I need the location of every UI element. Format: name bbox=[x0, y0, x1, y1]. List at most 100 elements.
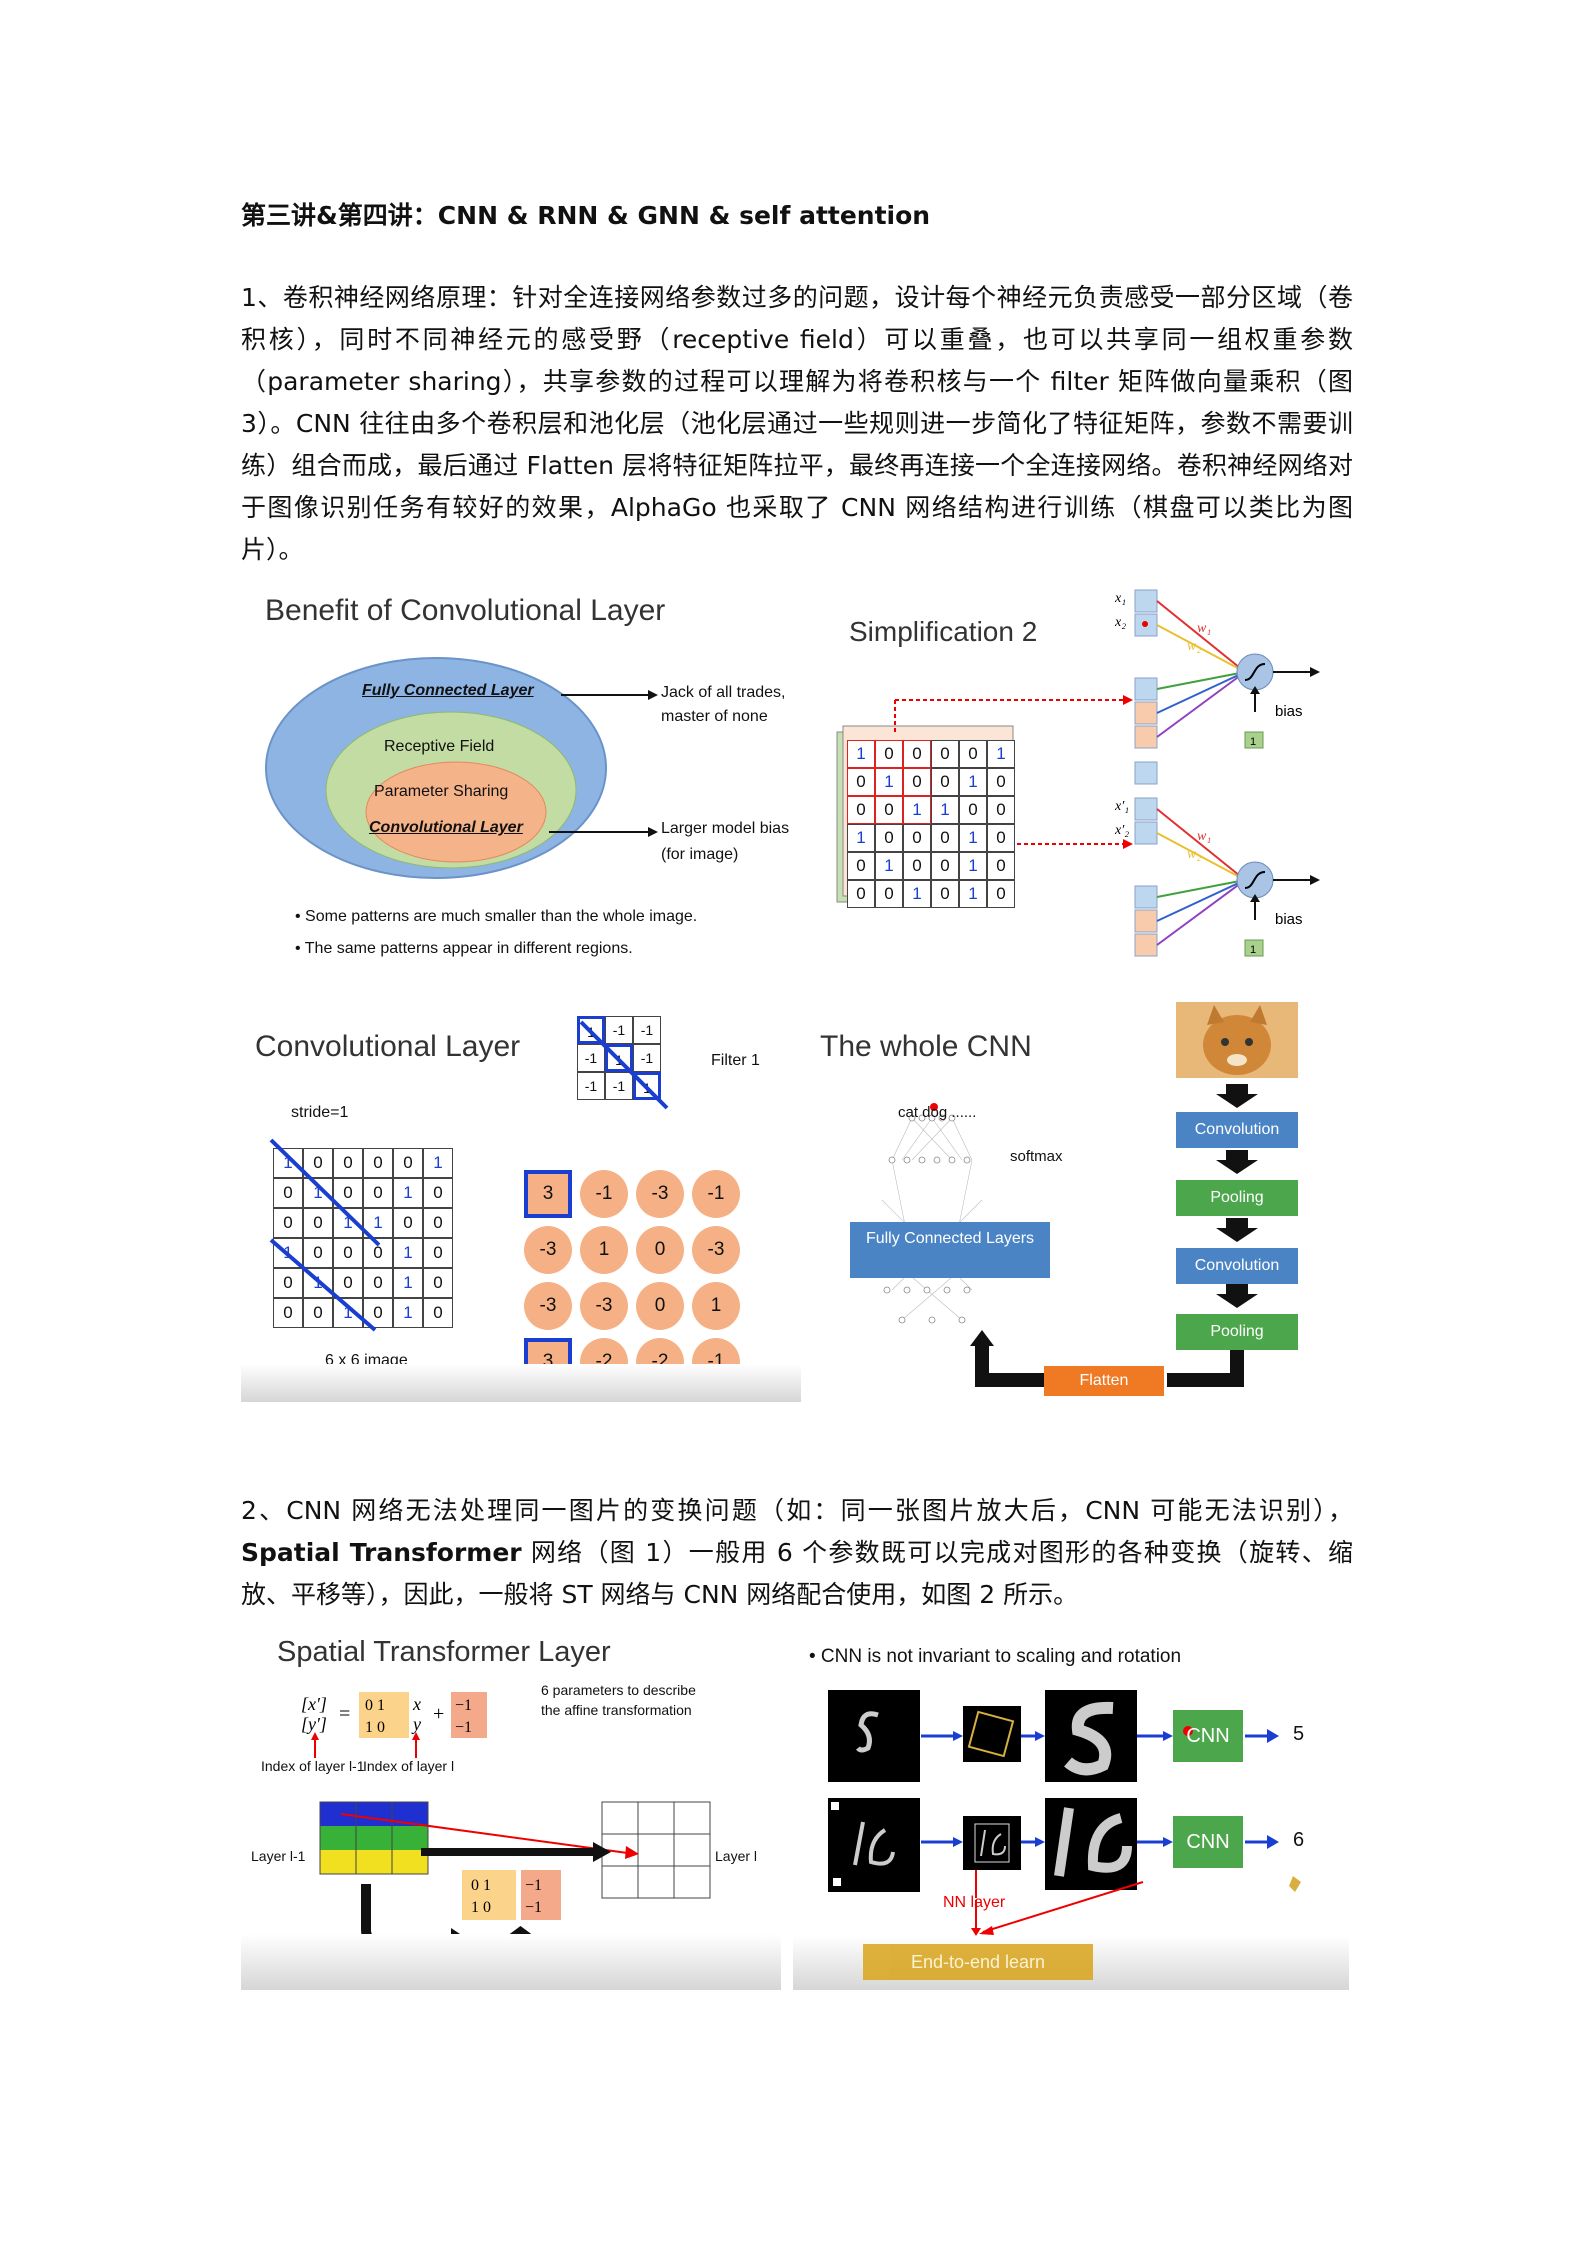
venn-diagram bbox=[265, 657, 658, 879]
matrix-cell: 0 bbox=[987, 768, 1015, 796]
label-fully-connected: Fully Connected Layer bbox=[362, 682, 534, 699]
fig-title: Simplification 2 bbox=[849, 616, 1038, 647]
svg-text:bias: bias bbox=[1275, 911, 1303, 928]
svg-text:1: 1 bbox=[1250, 944, 1256, 956]
slide-footer bbox=[241, 1364, 801, 1402]
matrix-cell: 0 bbox=[303, 1208, 333, 1238]
matrix-cell: 1 bbox=[903, 880, 931, 908]
matrix-cell: 0 bbox=[423, 1268, 453, 1298]
matrix-cell: 0 bbox=[875, 796, 903, 824]
svg-text:0 1: 0 1 bbox=[365, 1697, 385, 1714]
cnn-box-1: CNN bbox=[1186, 1725, 1230, 1747]
feature-value: 3 bbox=[524, 1170, 572, 1218]
matrix-cell: -1 bbox=[633, 1016, 661, 1044]
feature-value: -3 bbox=[580, 1282, 628, 1330]
paragraph-1: 1、卷积神经网络原理：针对全连接网络参数过多的问题，设计每个神经元负责感受一部分… bbox=[241, 283, 1353, 564]
matrix-cell: 1 bbox=[393, 1268, 423, 1298]
matrix-cell: 0 bbox=[987, 824, 1015, 852]
matrix-cell: -1 bbox=[577, 1044, 605, 1072]
desc-line-1: 6 parameters to describe bbox=[541, 1682, 696, 1698]
matrix-cell: 0 bbox=[423, 1178, 453, 1208]
matrix-cell: 0 bbox=[273, 1208, 303, 1238]
desc-line-2: the affine transformation bbox=[541, 1702, 692, 1718]
matrix-cell: 1 bbox=[875, 852, 903, 880]
label-larger-bias: Larger model bias bbox=[661, 820, 790, 837]
matrix-cell: 0 bbox=[987, 852, 1015, 880]
convolution-box-2: Convolution bbox=[1176, 1248, 1298, 1284]
pooling-box-2: Pooling bbox=[1176, 1314, 1298, 1350]
matrix-cell: 0 bbox=[931, 880, 959, 908]
svg-text:−1: −1 bbox=[525, 1877, 542, 1894]
label-jack: Jack of all trades, bbox=[661, 684, 786, 701]
invariance-diagram bbox=[828, 1690, 1301, 1936]
label-master: master of none bbox=[661, 708, 768, 725]
matrix-cell: 1 bbox=[393, 1238, 423, 1268]
matrix-cell: 0 bbox=[931, 768, 959, 796]
matrix-cell: 0 bbox=[875, 880, 903, 908]
figure-benefit-conv: Benefit of Convolutional Layer Fully Con… bbox=[241, 590, 801, 980]
feature-value: -1 bbox=[692, 1170, 740, 1218]
fig-title: The whole CNN bbox=[820, 1030, 1032, 1063]
matrix-cell: 0 bbox=[959, 796, 987, 824]
svg-text:x′₁: x′₁ bbox=[1114, 799, 1129, 814]
pooling-box-1: Pooling bbox=[1176, 1180, 1298, 1216]
svg-text:x′₂: x′₂ bbox=[1114, 823, 1129, 838]
matrix-cell: 1 bbox=[423, 1148, 453, 1178]
feature-value: -3 bbox=[636, 1170, 684, 1218]
matrix-cell: 0 bbox=[959, 740, 987, 768]
matrix-cell: 0 bbox=[847, 880, 875, 908]
bullet-1: • Some patterns are much smaller than th… bbox=[295, 908, 698, 925]
svg-text:−1: −1 bbox=[525, 1899, 542, 1916]
bullet-2: • The same patterns appear in different … bbox=[295, 940, 633, 957]
stride-label: stride=1 bbox=[291, 1104, 349, 1121]
cnn-pipeline bbox=[881, 1002, 1298, 1387]
output-labels: cat dog ...... bbox=[898, 1104, 977, 1121]
fig-title: Benefit of Convolutional Layer bbox=[265, 594, 666, 627]
feature-value: -1 bbox=[580, 1170, 628, 1218]
matrix-cell: 0 bbox=[273, 1178, 303, 1208]
matrix-cell: 0 bbox=[903, 768, 931, 796]
matrix-cell: 1 bbox=[959, 768, 987, 796]
svg-text:w₂: w₂ bbox=[1187, 639, 1201, 654]
label-parameter-sharing: Parameter Sharing bbox=[374, 783, 509, 800]
matrix-cell: 0 bbox=[903, 740, 931, 768]
matrix-cell: 0 bbox=[333, 1268, 363, 1298]
svg-text:[x′]: [x′] bbox=[301, 1694, 327, 1714]
end-to-end-box: End-to-end learn bbox=[863, 1944, 1093, 1980]
fig-title: Convolutional Layer bbox=[255, 1030, 521, 1063]
figure-spatial-transformer: Spatial Transformer Layer [x′] [y′] = 0 … bbox=[241, 1630, 781, 1990]
figure-conv-layer: Convolutional Layer 1-1-1-11-1-1-11 Filt… bbox=[241, 1000, 801, 1402]
matrix-cell: 1 bbox=[875, 768, 903, 796]
matrix-cell: 0 bbox=[847, 768, 875, 796]
index-layer-l-1: Index of layer l-1 bbox=[261, 1758, 365, 1774]
matrix-cell: -1 bbox=[633, 1044, 661, 1072]
matrix-cell: 0 bbox=[931, 740, 959, 768]
softmax-label: softmax bbox=[1010, 1148, 1063, 1165]
svg-text:0 1: 0 1 bbox=[471, 1877, 491, 1894]
svg-text:w₂: w₂ bbox=[1187, 847, 1201, 862]
matrix-cell: 0 bbox=[903, 824, 931, 852]
matrix-cell: 1 bbox=[931, 796, 959, 824]
matrix-cell: 0 bbox=[847, 852, 875, 880]
feature-value: -3 bbox=[524, 1282, 572, 1330]
svg-text:bias: bias bbox=[1275, 703, 1303, 720]
matrix-cell: 1 bbox=[273, 1148, 303, 1178]
matrix-cell: 0 bbox=[931, 824, 959, 852]
label-for-image: (for image) bbox=[661, 846, 739, 863]
index-layer-l: Index of layer l bbox=[363, 1758, 455, 1774]
matrix-cell: 0 bbox=[303, 1298, 333, 1328]
figure-whole-cnn: The whole CNN bbox=[812, 1000, 1352, 1402]
feature-value: 1 bbox=[692, 1282, 740, 1330]
matrix-cell: -1 bbox=[605, 1072, 633, 1100]
figure-simplification: Simplification 2 bbox=[825, 582, 1345, 977]
layer-l-1-label: Layer l-1 bbox=[251, 1848, 306, 1864]
matrix-cell: 1 bbox=[959, 852, 987, 880]
layer-l-label: Layer l bbox=[715, 1848, 758, 1864]
svg-text:1 0: 1 0 bbox=[471, 1899, 491, 1916]
svg-text:1 0: 1 0 bbox=[365, 1719, 385, 1736]
matrix-cell: 0 bbox=[931, 852, 959, 880]
convolution-box-1: Convolution bbox=[1176, 1112, 1298, 1148]
matrix-cell: -1 bbox=[577, 1072, 605, 1100]
matrix-cell: 0 bbox=[423, 1238, 453, 1268]
